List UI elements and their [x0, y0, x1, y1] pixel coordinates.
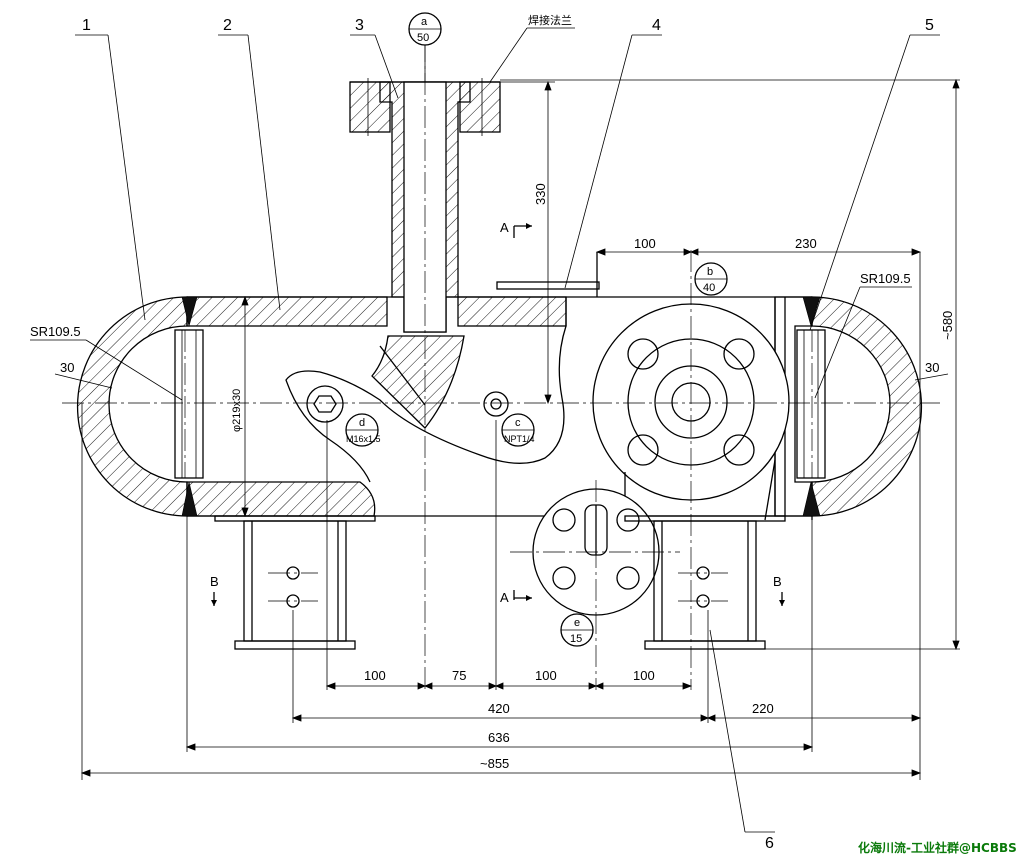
- nozzle-b-size: 40: [703, 282, 715, 294]
- section-a-top: A: [500, 220, 509, 235]
- section-a-bottom: A: [500, 590, 509, 605]
- diameter-label: φ219x30: [231, 389, 243, 432]
- sr-left: SR109.5: [30, 324, 81, 339]
- dim-top-100: 100: [634, 236, 656, 251]
- nozzle-tags: [345, 12, 728, 647]
- connections-cd: [306, 385, 509, 423]
- nozzle-c-size: NPT1/4: [504, 434, 535, 444]
- dim-row4: ~855: [480, 756, 509, 771]
- labels: 1 2 3 4 5 6 a 50 b 40 c NPT1/4 d M16x1.5…: [30, 13, 1017, 855]
- dim-row2-0: 420: [488, 701, 510, 716]
- center-lines: [62, 40, 940, 690]
- height-580: ~580: [940, 311, 955, 340]
- dim-row3: 636: [488, 730, 510, 745]
- nozzle-e-id: e: [574, 617, 580, 629]
- nozzle-c-id: c: [515, 417, 521, 429]
- section-break: [285, 325, 567, 483]
- part-label-4: 4: [652, 17, 661, 34]
- part-label-6: 6: [765, 835, 774, 852]
- nozzle-a-id: a: [421, 16, 428, 28]
- nozzle-d-size: M16x1.5: [346, 434, 381, 444]
- dimension-lines: [80, 78, 960, 780]
- dim-row2-1: 220: [752, 701, 774, 716]
- nozzle-d-id: d: [359, 417, 365, 429]
- leader-lines: [30, 27, 949, 833]
- section-b-right: B: [773, 574, 782, 589]
- right-head: [811, 296, 923, 517]
- thk-right: 30: [925, 360, 939, 375]
- supports: [214, 515, 786, 650]
- flange-note: 焊接法兰: [528, 13, 572, 27]
- dim-top-230: 230: [795, 236, 817, 251]
- left-baffle: [174, 329, 204, 479]
- watermark: 化海川流-工业社群@HCBBS: [858, 840, 1017, 855]
- height-330: 330: [533, 183, 548, 205]
- part-label-1: 1: [82, 17, 91, 34]
- vessel-body: [76, 296, 923, 520]
- section-b-left: B: [210, 574, 219, 589]
- right-baffle: [796, 329, 826, 479]
- dim-row1-2: 100: [535, 668, 557, 683]
- inner-elbow: [371, 335, 465, 429]
- part-label-3: 3: [355, 17, 364, 34]
- sr-right: SR109.5: [860, 271, 911, 286]
- bottom-shell-wall: [186, 481, 376, 517]
- dim-row1-0: 100: [364, 668, 386, 683]
- thk-left: 30: [60, 360, 74, 375]
- part-label-5: 5: [925, 17, 934, 34]
- part-label-2: 2: [223, 17, 232, 34]
- nozzle-b-id: b: [707, 266, 713, 278]
- top-shell-wall: [186, 296, 388, 327]
- section-arrows: [211, 223, 785, 606]
- dim-row1-1: 75: [452, 668, 466, 683]
- nozzle-a-size: 50: [417, 32, 429, 44]
- left-head: [76, 296, 188, 517]
- nozzle-e-size: 15: [570, 633, 582, 645]
- top-shell-wall-right: [457, 296, 567, 327]
- dim-row1-3: 100: [633, 668, 655, 683]
